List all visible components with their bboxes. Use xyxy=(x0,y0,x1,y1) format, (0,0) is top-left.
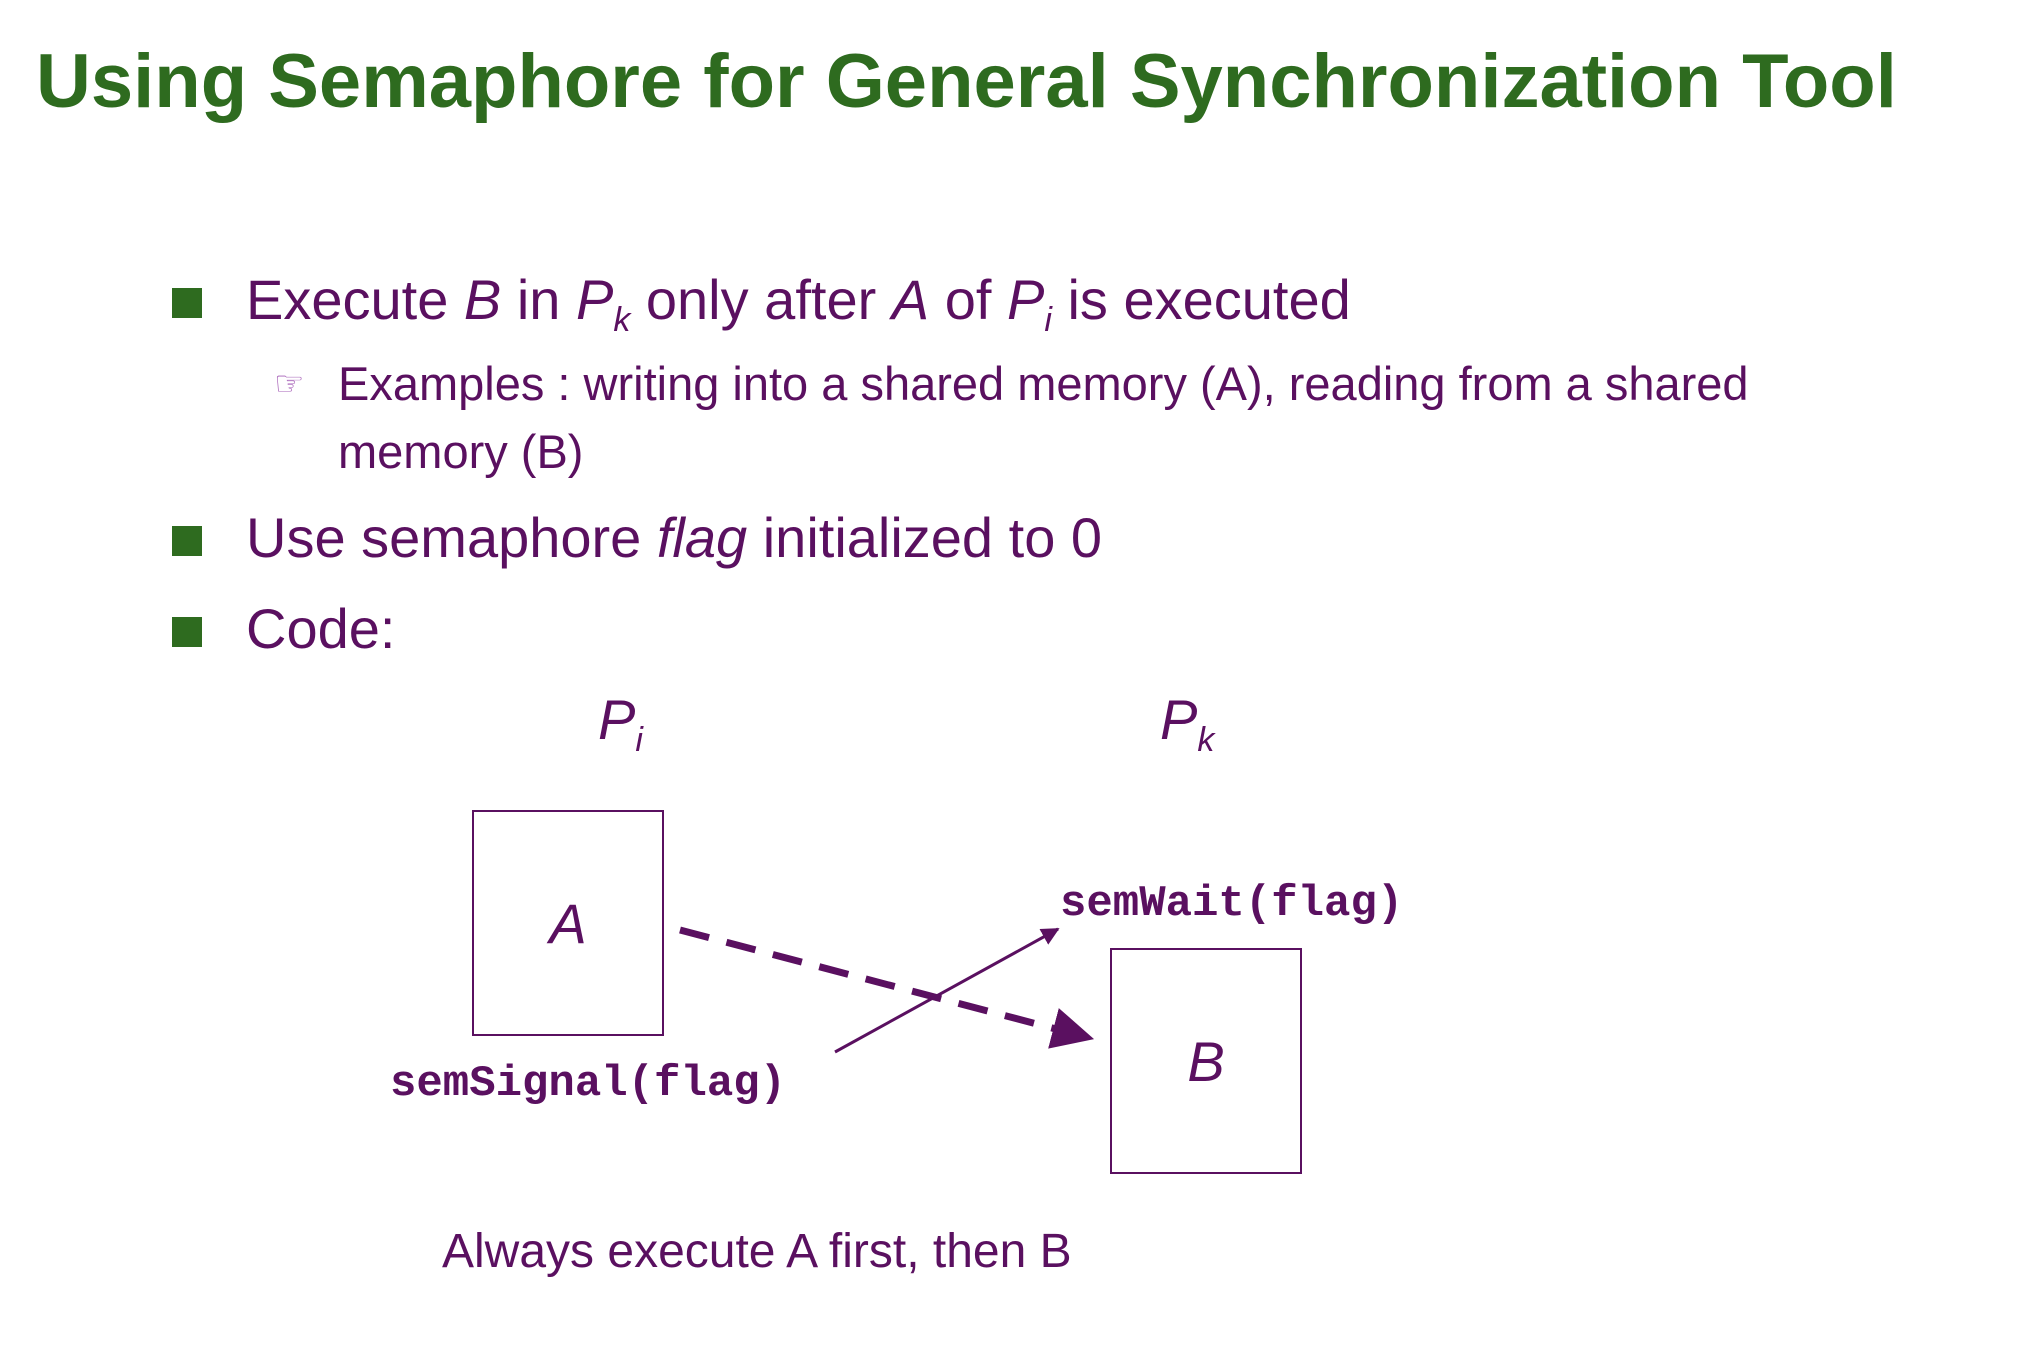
bullet-1-i-subscript: i xyxy=(1044,301,1052,339)
process-pk-p: P xyxy=(1160,688,1198,751)
bullet-1-text: Execute B in Pk only after A of Pi is ex… xyxy=(246,268,1351,337)
bullet-1-pi: P xyxy=(1006,268,1045,331)
bullet-3-text: Code: xyxy=(246,597,396,660)
bullet-2-part: Use semaphore xyxy=(246,506,657,569)
subbullet-line-1: Examples : writing into a shared memory … xyxy=(338,357,1749,410)
process-pk-label: Pk xyxy=(1160,688,1214,757)
bullet-1-part: Execute xyxy=(246,268,464,331)
process-pi-subscript: i xyxy=(635,721,643,759)
execution-order-dashed-arrow xyxy=(679,926,1095,1049)
code-block-b: B xyxy=(1110,948,1302,1174)
process-pi-label: Pi xyxy=(598,688,643,757)
code-block-b-label: B xyxy=(1187,1029,1225,1093)
bullet-2-part: initialized to 0 xyxy=(747,506,1103,569)
subbullet-line-2: memory (B) xyxy=(338,425,584,478)
bullet-1-part: in xyxy=(501,268,576,331)
square-bullet-icon xyxy=(172,526,202,556)
diagram-caption: Always execute A first, then B xyxy=(442,1225,1072,1278)
bullet-1-part: of xyxy=(929,268,1007,331)
process-pk-subscript: k xyxy=(1197,721,1215,759)
pointing-hand-icon: ☞ xyxy=(274,365,305,403)
bullet-1-k-subscript: k xyxy=(613,301,631,339)
sem-signal-call: semSignal(flag) xyxy=(390,1059,787,1109)
bullet-1-b: B xyxy=(463,268,502,331)
sem-wait-call: semWait(flag) xyxy=(1060,879,1404,929)
code-block-a-label: A xyxy=(549,891,587,955)
bullet-1-pk: P xyxy=(575,268,614,331)
square-bullet-icon xyxy=(172,617,202,647)
bullet-2-flag: flag xyxy=(656,506,748,569)
square-bullet-icon xyxy=(172,288,202,318)
bullet-1-a: A xyxy=(891,268,930,331)
bullet-1-part: only after xyxy=(630,268,892,331)
bullet-1-part: is executed xyxy=(1051,268,1351,331)
code-block-a: A xyxy=(472,810,664,1036)
signal-to-wait-arrow xyxy=(834,927,1060,1054)
bullet-2-text: Use semaphore flag initialized to 0 xyxy=(246,506,1102,570)
process-pi-p: P xyxy=(598,688,636,751)
slide-title: Using Semaphore for General Synchronizat… xyxy=(36,39,1897,124)
